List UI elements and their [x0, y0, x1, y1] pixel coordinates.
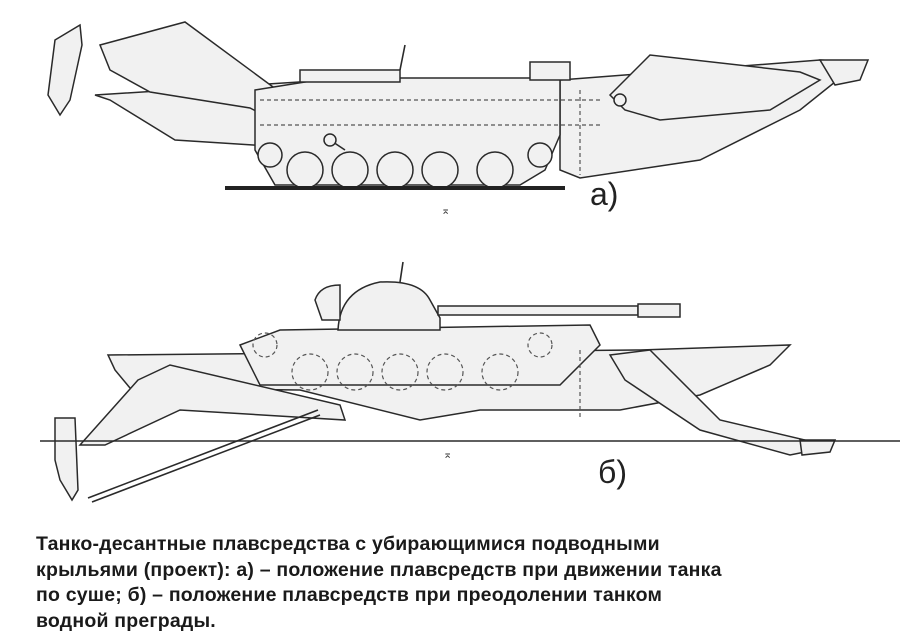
left-strut: [91, 414, 321, 503]
right-foil-tip: [818, 59, 870, 86]
right-hydrofoil-wing: [608, 54, 822, 121]
antenna-a: [399, 44, 406, 71]
drawing-b-water-position: ⌅: [40, 261, 900, 503]
tank-deck-a: [299, 69, 401, 83]
left-rudder: [47, 23, 83, 117]
road-wheel: [421, 151, 459, 189]
drive-sprocket: [257, 142, 283, 168]
drive-sprocket: [252, 332, 278, 358]
caption-line: Танко-десантные плавсредства с убирающим…: [36, 533, 660, 555]
label-a: а): [590, 176, 619, 212]
road-wheel: [291, 353, 329, 391]
wing-hinge-pin: [323, 133, 337, 147]
left-strut: [87, 409, 319, 499]
turret-searchlight: [314, 284, 341, 321]
road-wheel: [336, 353, 374, 391]
figure-caption: Танко-десантные плавсредства с убирающим…: [36, 532, 896, 634]
left-hydrofoil-wing-b: [78, 364, 347, 446]
left-rudder-b: [54, 417, 79, 502]
caption-line: крыльями (проект): а) – положение плавср…: [36, 558, 722, 581]
road-wheels-b: [252, 332, 553, 391]
axis-mark: ⌅: [443, 448, 452, 461]
road-wheel: [476, 151, 514, 189]
road-wheel: [481, 353, 519, 391]
road-wheel: [426, 353, 464, 391]
road-wheel: [286, 151, 324, 189]
caption-line: водной преграды.: [36, 609, 216, 632]
tank-box-a: [529, 61, 571, 81]
axis-mark: ⌅: [441, 204, 450, 217]
tank-gun: [437, 305, 639, 316]
tank-hull-b: [238, 324, 601, 386]
antenna-b: [399, 261, 404, 283]
road-wheel: [376, 151, 414, 189]
idler-wheel: [527, 142, 553, 168]
wing-hinge-pin: [613, 93, 627, 107]
turret: [337, 281, 441, 331]
caption-line: по суше; б) – положение плавсредств при …: [36, 584, 663, 606]
right-foil-tip-b: [799, 439, 837, 456]
gun-muzzle: [637, 303, 681, 318]
road-wheel: [381, 353, 419, 391]
idler-wheel: [527, 332, 553, 358]
road-wheel: [331, 151, 369, 189]
label-b: б): [598, 454, 627, 490]
drawing-a-land-position: ⌅: [47, 21, 870, 217]
